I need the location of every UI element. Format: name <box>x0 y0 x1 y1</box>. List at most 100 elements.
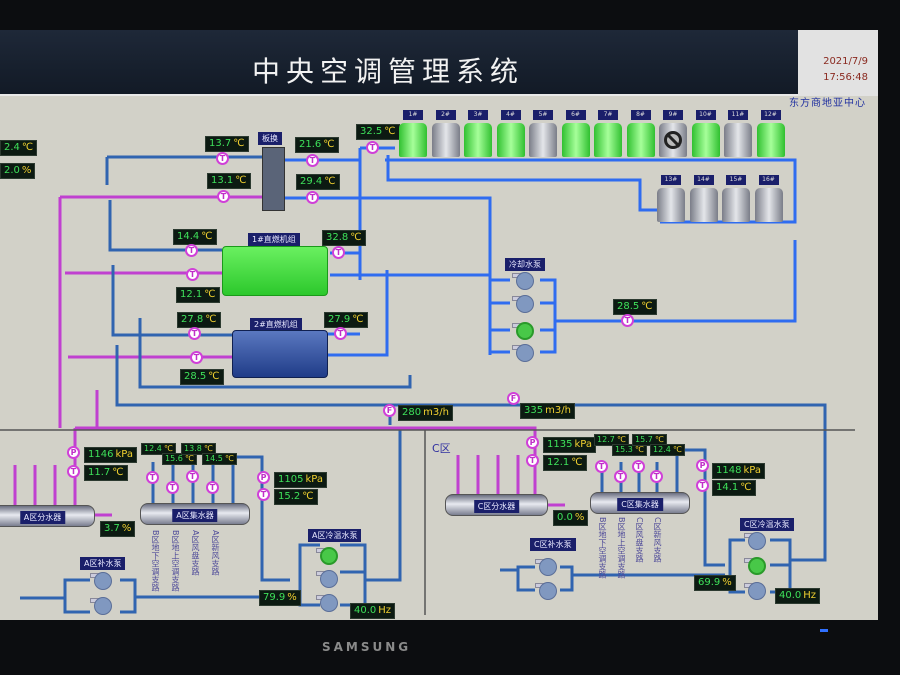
zone-c-collector[interactable]: C区集水器 <box>590 492 690 514</box>
plate-exchanger-label: 板换 <box>258 132 282 145</box>
chiller-2-right-temp: 27.9℃ <box>324 312 368 328</box>
tower-supply-temp: 32.5℃ <box>356 124 400 140</box>
pump-icon <box>539 558 557 576</box>
temp-sensor[interactable]: T <box>206 481 219 494</box>
cooling-tower-body <box>689 188 718 222</box>
cooling-tower-5[interactable]: 5# <box>528 110 558 158</box>
cooling-tower-2[interactable]: 2# <box>431 110 461 158</box>
zone-c-circ-pump-3[interactable] <box>744 580 768 600</box>
cooling-tower-4[interactable]: 4# <box>496 110 526 158</box>
temp-sensor[interactable]: T <box>217 190 230 203</box>
temp-sensor[interactable]: T <box>366 141 379 154</box>
scada-screen: 中央空调管理系统 2021/7/9 17:56:48 东方商地亚中心 2.4℃ … <box>0 30 878 620</box>
chiller-2[interactable] <box>232 330 328 378</box>
cooling-tower-15[interactable]: 15# <box>721 175 751 223</box>
zone-a-collector[interactable]: A区集水器 <box>140 503 250 525</box>
cooling-pump-1[interactable] <box>512 270 536 290</box>
zone-a-makeup-pump-2[interactable] <box>90 595 114 615</box>
zone-c-branch-pipes <box>456 455 565 507</box>
cooling-tower-13[interactable]: 13# <box>656 175 686 223</box>
cooling-tower-14[interactable]: 14# <box>689 175 719 223</box>
chiller-1[interactable] <box>222 246 328 296</box>
temp-sensor[interactable]: T <box>306 154 319 167</box>
temp-sensor[interactable]: T <box>650 470 663 483</box>
cooling-tower-16[interactable]: 16# <box>754 175 784 223</box>
cooling-tower-6[interactable]: 6# <box>561 110 591 158</box>
cooling-tower-3[interactable]: 3# <box>463 110 493 158</box>
temp-sensor[interactable]: T <box>696 479 709 492</box>
zone-a-circ-pump-1[interactable] <box>316 545 340 565</box>
pump-icon <box>748 582 766 600</box>
zone-c-circ-pump-2[interactable] <box>744 555 768 575</box>
temp-sensor[interactable]: T <box>334 327 347 340</box>
cooling-tower-1[interactable]: 1# <box>398 110 428 158</box>
pump-icon <box>320 547 338 565</box>
cooling-tower-body <box>756 123 785 157</box>
cooling-tower-label: 6# <box>565 110 586 120</box>
temp-sensor[interactable]: T <box>216 152 229 165</box>
temp-sensor[interactable]: T <box>595 460 608 473</box>
temp-sensor[interactable]: T <box>632 460 645 473</box>
chiller-1-left-top-temp: 14.4℃ <box>173 229 217 245</box>
cooling-tower-label: 1# <box>403 110 423 120</box>
cooling-tower-9[interactable]: 9# <box>658 110 688 158</box>
temp-sensor[interactable]: T <box>306 191 319 204</box>
zone-a-supply-temp: 11.7℃ <box>84 465 128 481</box>
flow-sensor[interactable]: F <box>383 404 396 417</box>
zone-c-branch-label-4: C区新风支路 <box>653 517 662 563</box>
page-title: 中央空调管理系统 <box>252 55 525 88</box>
plate-exchanger[interactable] <box>262 147 285 211</box>
zone-c-makeup-pump-2[interactable] <box>535 580 559 600</box>
flow-sensor[interactable]: F <box>507 392 520 405</box>
cooling-tower-body <box>691 123 720 157</box>
zone-a-distributor[interactable]: A区分水器 <box>0 505 95 527</box>
zone-c-makeup-pump-1[interactable] <box>535 556 559 576</box>
zone-c-distributor[interactable]: C区分水器 <box>445 494 548 516</box>
cooling-tower-body <box>496 123 525 157</box>
temp-sensor[interactable]: T <box>67 465 80 478</box>
temp-sensor[interactable]: T <box>614 470 627 483</box>
cooling-tower-10[interactable]: 10# <box>691 110 721 158</box>
temp-sensor[interactable]: T <box>186 470 199 483</box>
phe-right-bottom-temp: 29.4℃ <box>296 174 340 190</box>
zone-a-circ-pump-2[interactable] <box>316 568 340 588</box>
temp-sensor[interactable]: T <box>185 244 198 257</box>
chiller-1-label: 1#直燃机组 <box>248 233 300 246</box>
cooling-tower-label: 14# <box>693 175 714 185</box>
temp-sensor[interactable]: T <box>146 471 159 484</box>
temp-sensor[interactable]: T <box>190 351 203 364</box>
pressure-sensor[interactable]: P <box>67 446 80 459</box>
pressure-sensor[interactable]: P <box>526 436 539 449</box>
pump-icon <box>516 295 534 313</box>
zone-divider <box>0 429 855 615</box>
temp-sensor[interactable]: T <box>186 268 199 281</box>
cooling-tower-12[interactable]: 12# <box>756 110 786 158</box>
temp-sensor[interactable]: T <box>621 314 634 327</box>
cooling-tower-body <box>399 123 427 157</box>
zone-a-circ-pump-3[interactable] <box>316 592 340 612</box>
zone-a-branch-temp-2: 15.6℃ <box>162 453 197 465</box>
temp-sensor[interactable]: T <box>166 481 179 494</box>
temp-sensor[interactable]: T <box>188 327 201 340</box>
chiller-2-label: 2#直燃机组 <box>250 318 302 331</box>
zone-c-circ-pump-1[interactable] <box>744 530 768 550</box>
cooling-tower-body <box>529 123 557 157</box>
zone-a-branch-label-1: B区地下空调支路 <box>151 530 160 592</box>
cooling-tower-8[interactable]: 8# <box>626 110 656 158</box>
temp-sensor[interactable]: T <box>257 488 270 501</box>
cooling-pump-4[interactable] <box>512 342 536 362</box>
zone-c-branch-label-2: B区地上空调支路 <box>617 517 626 579</box>
temp-sensor[interactable]: T <box>332 246 345 259</box>
cooling-tower-label: 7# <box>598 110 618 120</box>
zone-a-collector-label: A区集水器 <box>172 509 218 522</box>
zone-a-makeup-pump-1[interactable] <box>90 570 114 590</box>
cooling-tower-7[interactable]: 7# <box>593 110 623 158</box>
cooling-pump-3[interactable] <box>512 320 536 340</box>
cooling-pump-2[interactable] <box>512 293 536 313</box>
pressure-sensor[interactable]: P <box>696 459 709 472</box>
cooling-tower-11[interactable]: 11# <box>723 110 753 158</box>
temp-sensor[interactable]: T <box>526 454 539 467</box>
pressure-sensor[interactable]: P <box>257 471 270 484</box>
